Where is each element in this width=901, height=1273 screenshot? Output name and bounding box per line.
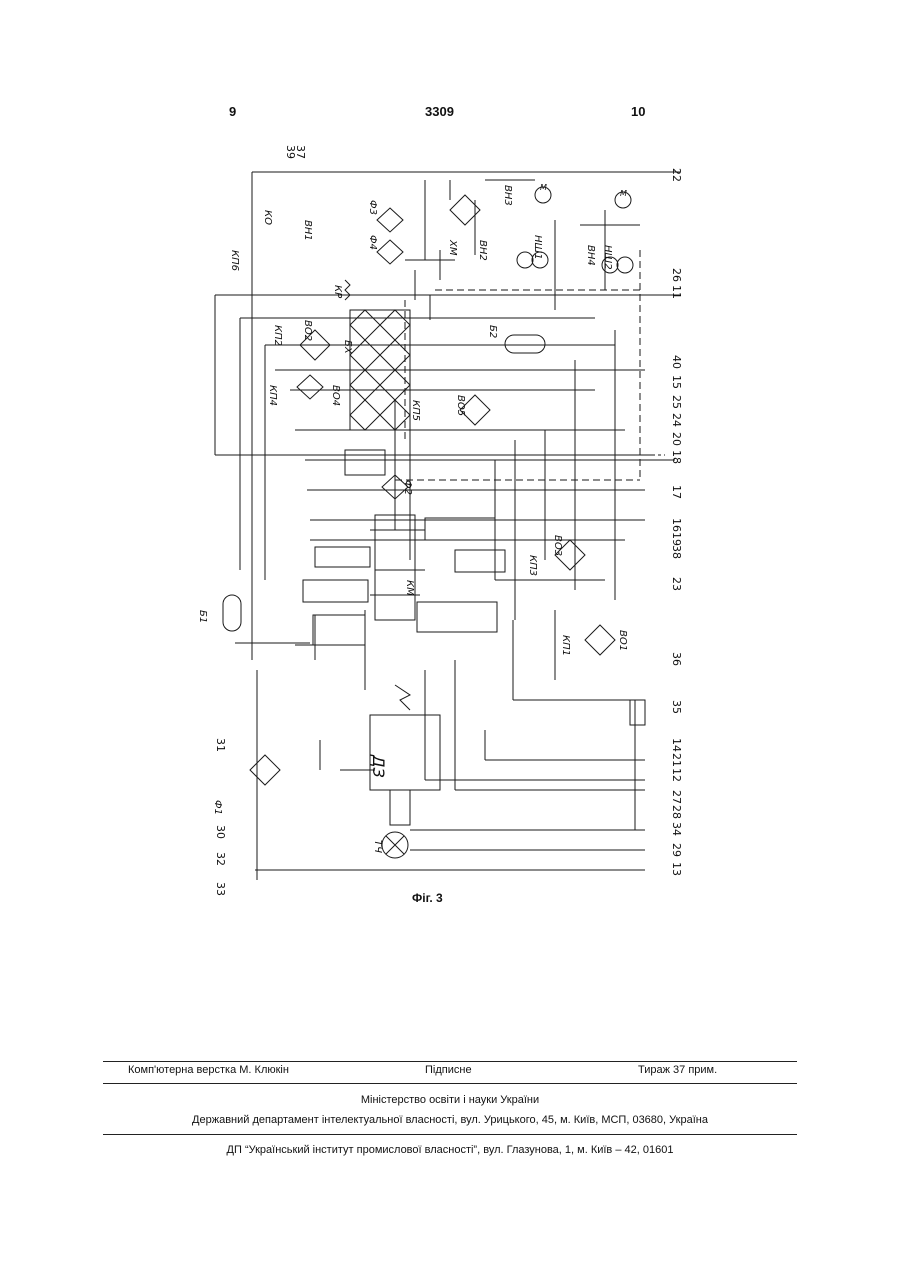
number-labels-left: 31 30 32 33 — [214, 738, 227, 896]
footer-rule — [103, 1083, 797, 1084]
number-label: 19 — [670, 532, 683, 546]
label-f2: Ф2 — [402, 480, 413, 495]
number-label: 35 — [670, 700, 683, 714]
label-b1: Б1 — [197, 610, 208, 623]
number-label: 15 — [670, 375, 683, 389]
footer-ministry: Міністерство освіти і науки України — [103, 1094, 797, 1106]
number-label: 29 — [670, 843, 683, 857]
number-label: 27 — [670, 790, 683, 804]
number-label: 36 — [670, 652, 683, 666]
number-label: 38 — [670, 545, 683, 559]
number-label: 28 — [670, 805, 683, 819]
label-f4: Ф4 — [367, 235, 378, 250]
page-number-left: 9 — [229, 104, 236, 119]
label-vn2: ВН2 — [477, 240, 488, 261]
label-kr: КР — [332, 285, 343, 299]
number-label: 23 — [670, 577, 683, 591]
number-label: 40 — [670, 355, 683, 369]
number-label: 22 — [670, 168, 683, 182]
figure-caption: Фіг. 3 — [412, 891, 443, 905]
label-m2: M — [620, 189, 627, 198]
hydraulic-schematic: ДЗ Ф1 ТЧ Б1 Б2 КР Ф3 Ф4 ХМ ВН2 ВН3 НШ1 Н… — [195, 140, 705, 900]
number-label: 26 — [670, 268, 683, 282]
number-label: 30 — [214, 825, 227, 839]
patent-number: 3309 — [425, 104, 454, 119]
label-f1: Ф1 — [212, 800, 223, 815]
label-m1: M — [540, 183, 547, 192]
label-nsh2: НШ2 — [602, 245, 613, 270]
label-d3: ДЗ — [369, 754, 388, 778]
label-vn4: ВН4 — [585, 245, 596, 266]
label-vo2: ВО2 — [302, 320, 313, 341]
footer-layout-credit: Комп'ютерна верстка М. Клюкін — [128, 1064, 289, 1076]
number-label: 18 — [670, 450, 683, 464]
footer-signed: Підписне — [425, 1064, 472, 1076]
number-label: 32 — [214, 852, 227, 866]
number-label: 16 — [670, 518, 683, 532]
footer-rule — [103, 1061, 797, 1062]
label-nsh1: НШ1 — [532, 235, 543, 260]
label-vo4: ВО4 — [330, 385, 341, 406]
schematic-lines — [215, 172, 680, 880]
label-tch: ТЧ — [372, 840, 383, 853]
number-label: 12 — [670, 768, 683, 782]
number-label: 20 — [670, 432, 683, 446]
number-label: 14 — [670, 738, 683, 752]
schematic-labels: ДЗ Ф1 ТЧ Б1 Б2 КР Ф3 Ф4 ХМ ВН2 ВН3 НШ1 Н… — [197, 183, 628, 853]
footer-circulation: Тираж 37 прим. — [638, 1064, 717, 1076]
label-vo5: ВО5 — [455, 395, 466, 416]
footer-department: Державний департамент інтелектуальної вл… — [103, 1114, 797, 1126]
number-label: 34 — [670, 822, 683, 836]
label-kp3: КП3 — [527, 555, 538, 576]
label-f3: Ф3 — [367, 200, 378, 215]
label-kp6: КП6 — [229, 250, 240, 271]
number-labels-top: 39 37 — [284, 145, 307, 159]
label-vn3: ВН3 — [502, 185, 513, 206]
number-label: 24 — [670, 413, 683, 427]
number-label: 25 — [670, 395, 683, 409]
number-label: 17 — [670, 485, 683, 499]
label-vo1: ВО1 — [617, 630, 628, 651]
label-kp2: КП2 — [272, 325, 283, 346]
label-kp1: КП1 — [560, 635, 571, 656]
label-kp5: КП5 — [410, 400, 421, 421]
number-label: 11 — [670, 285, 683, 299]
number-labels-right: 22 26 11 40 15 25 24 18 20 17 16 19 38 2… — [670, 168, 683, 876]
page-number-right: 10 — [631, 104, 645, 119]
label-b2: Б2 — [487, 325, 498, 338]
number-label: 21 — [670, 753, 683, 767]
label-bx: БХ — [342, 340, 353, 355]
number-label: 37 — [294, 145, 307, 159]
label-kp4: КП4 — [267, 385, 278, 406]
schematic-components — [223, 187, 645, 858]
label-vn1: ВН1 — [302, 220, 313, 241]
number-label: 33 — [214, 882, 227, 896]
label-km: КМ — [404, 580, 415, 596]
footer-institute: ДП “Український інститут промислової вла… — [103, 1144, 797, 1156]
label-ko: КО — [262, 210, 273, 225]
number-label: 13 — [670, 862, 683, 876]
label-vo3: ВО3 — [552, 535, 563, 556]
footer-rule — [103, 1134, 797, 1135]
label-xm: ХМ — [447, 239, 458, 256]
number-label: 31 — [214, 738, 227, 752]
